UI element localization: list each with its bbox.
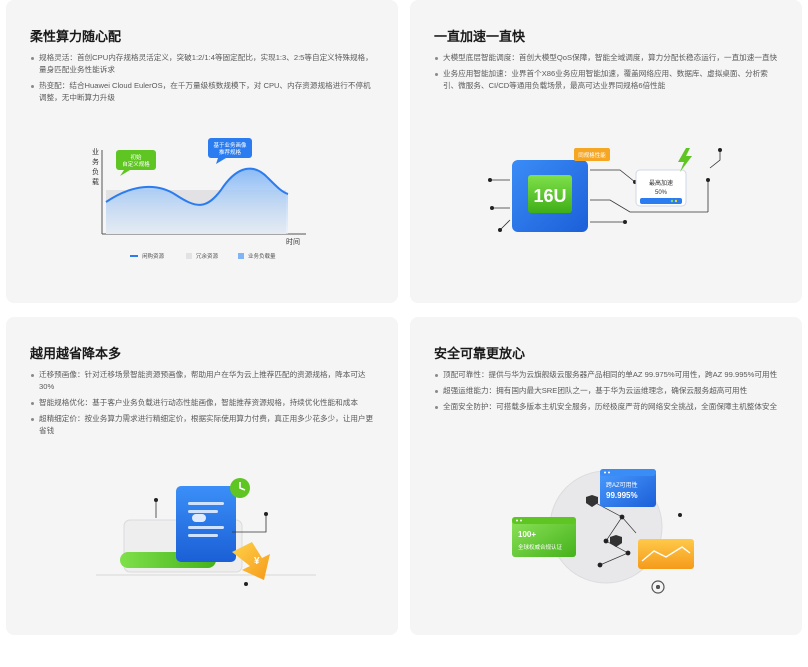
cost-down-arrow-icon [232,542,270,580]
feature-item: 热变配：结合Huawei Cloud EulerOS，在千万量级核数规模下，对 … [30,80,378,104]
svg-text:推荐规格: 推荐规格 [219,148,242,156]
chip-illustration: 16U 同规格性能 最高加速 50% [488,148,722,232]
load-curve [105,167,289,206]
chip-core [528,175,572,213]
gear-icon [651,580,665,594]
svg-text:闲购资源: 闲购资源 [142,252,165,260]
compliance-card [512,517,576,557]
feature-item: 智能规格优化：基于客户业务负载进行动态性能画像，智能推荐资源规格，持续优化性能和… [30,397,378,409]
svg-text:基于业务画像: 基于业务画像 [213,141,247,149]
y-axis-label-3: 负 [92,167,99,176]
feature-list: 顶配可靠性：提供与华为云旗舰级云服务器产品相同的单AZ 99.975%可用性，跨… [434,369,782,417]
feature-item: 规格灵活：首创CPU内存规格灵活定义，突破1:2/1:4等固定配比，实现1:3、… [30,52,378,76]
y-axis-label-1: 业 [92,147,99,156]
feature-item: 迁移预画像：针对迁移场景智能资源预画像，帮助用户在华为云上推荐匹配的资源规格，降… [30,369,378,393]
chip-label: 16U [533,186,566,206]
feature-item: 业务应用智能加速：业界首个X86业务应用智能加速，覆盖网络应用、数据库、虚拟桌面… [434,68,782,92]
availability-card [600,469,656,507]
lightning-icon [678,148,692,172]
orange-chart-card [638,539,694,569]
shield-icon [610,535,622,547]
y-axis-label-4: 载 [92,177,99,186]
compliance-label: 全球权威合规认证 [518,543,563,551]
feature-item: 顶配可靠性：提供与华为云旗舰级云服务器产品相同的单AZ 99.975%可用性，跨… [434,369,782,381]
chart-legend: 闲购资源 冗余资源 业务负载量 [130,252,276,260]
card-cost-saving: 越用越省降本多 迁移预画像：针对迁移场景智能资源预画像，帮助用户在华为云上推荐匹… [6,317,398,635]
svg-text:业务负载量: 业务负载量 [248,252,276,260]
cost-illustration: ¥ [96,478,316,586]
compliance-count: 100+ [518,530,536,539]
feature-item: 大模型底层智能调度：首创大模型QoS保障，智能全域调度，算力分配长稳态运行，一直… [434,52,782,64]
card-title: 柔性算力随心配 [30,29,122,44]
feature-list: 规格灵活：首创CPU内存规格灵活定义，突破1:2/1:4等固定配比，实现1:3、… [30,52,378,108]
bubble-recommended-spec: 基于业务画像 推荐规格 [208,138,252,164]
card-title: 一直加速一直快 [434,29,526,44]
accel-box-line2: 50% [655,190,668,196]
accel-box [635,169,687,207]
svg-text:初始: 初始 [130,153,142,161]
y-axis-label-2: 务 [92,157,99,166]
accel-box-line1: 最高加速 [649,179,673,187]
feature-item: 超强运维能力：拥有国内最大SRE团队之一，基于华为云运维理念，确保云服务超高可用… [434,385,782,397]
card-title: 安全可靠更放心 [434,346,526,361]
card-flexible-compute: 柔性算力随心配 规格灵活：首创CPU内存规格灵活定义，突破1:2/1:4等固定配… [6,0,398,303]
card-acceleration: 一直加速一直快 大模型底层智能调度：首创大模型QoS保障，智能全域调度，算力分配… [410,0,802,303]
availability-value: 99.995% [606,491,638,500]
bubble-initial-spec: 初始 自定义规格 [116,150,156,176]
feature-item: 全面安全防护：可搭载多版本主机安全服务，历经极度严苛的网络安全挑战，全面保障主机… [434,401,782,413]
shield-icon [586,495,598,507]
feature-list: 大模型底层智能调度：首创大模型QoS保障，智能全域调度，算力分配长稳态运行，一直… [434,52,782,96]
feature-list: 迁移预画像：针对迁移场景智能资源预画像，帮助用户在华为云上推荐匹配的资源规格，降… [30,369,378,441]
perf-tag-label: 同规格性能 [578,151,606,159]
perf-tag [574,148,610,161]
x-axis-label: 时间 [286,237,300,246]
card-security: 安全可靠更放心 顶配可靠性：提供与华为云旗舰级云服务器产品相同的单AZ 99.9… [410,317,802,635]
accel-box-bar [640,198,682,204]
card-title: 越用越省降本多 [30,346,122,361]
security-illustration: 跨AZ可用性 99.995% 100+ 全球权威合规认证 [512,469,694,594]
circuit-lines [490,150,721,231]
yen-icon: ¥ [254,556,260,567]
availability-label: 跨AZ可用性 [606,481,638,489]
load-chart-illustration: 业 务 负 载 时间 初始 自定义规格 基于业务画像 推荐规格 闲购资源 冗余资… [92,138,306,260]
svg-text:冗余资源: 冗余资源 [196,252,219,260]
feature-item: 超精细定价：按业务算力需求进行精细定价，根据实际使用算力付费，真正用多少花多少，… [30,413,378,437]
document-icon [176,486,236,562]
svg-text:自定义规格: 自定义规格 [122,160,150,168]
load-area [106,168,288,234]
